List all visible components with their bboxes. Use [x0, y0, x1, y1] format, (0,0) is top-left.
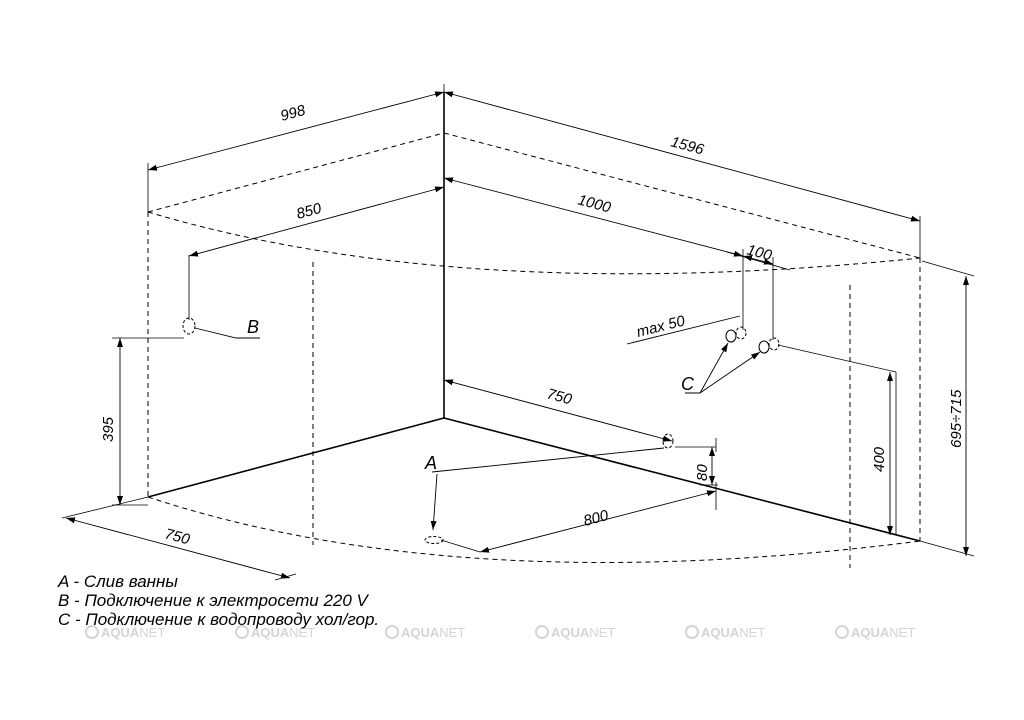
water-connection-c-left-marker — [725, 326, 747, 343]
dimension-750-outer: 750 — [163, 525, 192, 548]
watermark-6: AQUANET — [835, 625, 915, 640]
leader-lines — [194, 327, 761, 531]
dimension-850: 850 — [295, 200, 324, 223]
room-outline — [147, 92, 921, 542]
dimension-lines — [65, 91, 969, 579]
watermark-3: AQUANET — [385, 625, 465, 640]
drain-a-marker — [424, 536, 444, 544]
connection-points — [182, 317, 780, 544]
label-a: A — [424, 453, 437, 473]
dimension-1000: 1000 — [576, 191, 613, 216]
drain-marker-top — [662, 433, 674, 449]
legend-item-b: B - Подключение к электросети 220 V — [58, 591, 368, 610]
svg-text:AQUANET: AQUANET — [101, 625, 165, 640]
tub-outline-dashed — [147, 132, 921, 568]
dimension-80: 80 — [694, 464, 711, 481]
svg-text:AQUANET: AQUANET — [701, 625, 765, 640]
watermark-2: AQUANET — [235, 625, 315, 640]
dimension-400: 400 — [871, 446, 888, 472]
watermark-row: AQUANET AQUANET AQUANET AQUANET AQUANET … — [85, 625, 915, 640]
floor-left-edge — [147, 417, 445, 498]
legend: A - Слив ванны B - Подключение к электро… — [58, 572, 379, 629]
dimension-395: 395 — [100, 416, 117, 442]
watermark-4: AQUANET — [535, 625, 615, 640]
dimension-max-50: max 50 — [635, 312, 687, 341]
dimension-100: 100 — [745, 241, 774, 264]
extension-lines — [61, 84, 975, 581]
legend-item-c: C - Подключение к водопроводу хол/гор. — [58, 610, 380, 629]
svg-text:AQUANET: AQUANET — [551, 625, 615, 640]
floor-right-edge — [443, 417, 921, 542]
label-b: B — [247, 317, 259, 337]
power-connection-b-marker — [182, 317, 196, 335]
watermark-1: AQUANET — [85, 625, 165, 640]
dimension-800: 800 — [582, 507, 611, 530]
water-connection-c-right-marker — [758, 337, 780, 354]
dimension-695-715: 695÷715 — [948, 389, 965, 448]
svg-text:AQUANET: AQUANET — [251, 625, 315, 640]
legend-item-a: A - Слив ванны — [58, 572, 178, 591]
label-c: C — [681, 374, 695, 394]
svg-text:AQUANET: AQUANET — [851, 625, 915, 640]
dimension-998: 998 — [279, 102, 308, 125]
svg-text:AQUANET: AQUANET — [401, 625, 465, 640]
dimension-750-inner: 750 — [545, 385, 574, 408]
watermark-5: AQUANET — [685, 625, 765, 640]
